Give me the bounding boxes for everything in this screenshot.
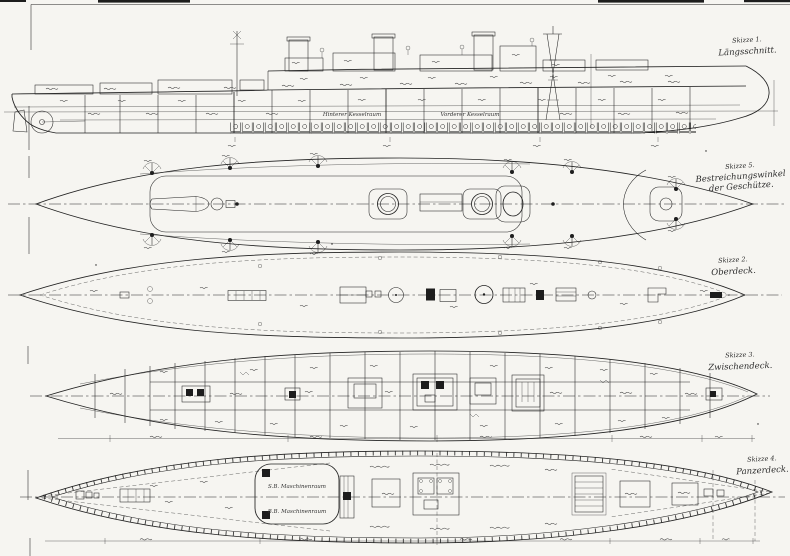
funnel-1-plan (368, 188, 408, 220)
label-starboard-engine-room: S.B. Maschinenraum (268, 484, 326, 490)
sketch-label-panzerdeck: Skizze 4. Panzerdeck. (735, 454, 789, 478)
aft-compartments (75, 488, 151, 503)
sketch-label-laengsschnitt: Skizze 1. Längsschnitt. (717, 35, 777, 58)
forward-deckhouse-plan (649, 186, 683, 222)
svg-text:Skizze 5.: Skizze 5. (725, 161, 755, 171)
deck-edge-fittings (258, 254, 663, 336)
view-panzerdeck: S.B. Maschinenraum B.B. Maschinenraum (20, 450, 789, 545)
sketch-label-bestreichungswinkel: Skizze 5. Bestreichungswinkel der Geschü… (694, 161, 786, 194)
view-oberdeck: Skizze 2. Oberdeck. (8, 251, 782, 339)
sketch-label-zwischendeck: Skizze 3. Zwischendeck. (707, 350, 772, 373)
frame-marks (227, 137, 659, 147)
svg-text:Skizze 4.: Skizze 4. (747, 454, 777, 464)
boiler-rooms (371, 472, 725, 516)
svg-text:Panzerdeck.: Panzerdeck. (735, 465, 789, 478)
deck-fittings (119, 285, 722, 304)
aft-torpedo-gear (149, 196, 236, 212)
main-mast (230, 30, 244, 96)
ventilators (319, 37, 535, 58)
funnel-2 (371, 33, 396, 71)
label-aft-boiler-room: Hinterer Kesselraum (322, 112, 381, 118)
conning-tower-plan (495, 185, 531, 223)
svg-text:der Geschütze.: der Geschütze. (709, 180, 774, 194)
funnel-1 (286, 36, 311, 72)
funnel-3 (471, 31, 496, 71)
dimension-line (58, 435, 755, 442)
label-port-engine-room: B.B. Maschinenraum (267, 509, 326, 515)
svg-text:Skizze 2.: Skizze 2. (718, 255, 748, 265)
svg-text:Längsschnitt.: Längsschnitt. (717, 45, 777, 58)
engine-rooms: S.B. Maschinenraum B.B. Maschinenraum (254, 463, 355, 525)
svg-text:Skizze 3.: Skizze 3. (725, 350, 755, 359)
bulkheads (84, 87, 691, 133)
machinery-hatches (181, 371, 723, 418)
superstructure (34, 45, 649, 95)
svg-text:Oberdeck.: Oberdeck. (711, 266, 756, 278)
view-zwischendeck: Skizze 3. Zwischendeck. (30, 350, 773, 442)
propeller (30, 110, 86, 134)
main-bulkheads (233, 88, 539, 133)
funnels (286, 31, 496, 72)
label-fore-boiler-room: Vorderer Kesselraum (441, 112, 500, 118)
sketch-label-oberdeck: Skizze 2. Oberdeck. (711, 255, 756, 278)
forecastle-break (623, 169, 647, 241)
view-bestreichungswinkel: Skizze 5. Bestreichungswinkel der Geschü… (8, 152, 786, 255)
coal-bunker-row (230, 122, 696, 134)
view-laengsschnitt: Hinterer Kesselraum Vorderer Kesselraum … (3, 26, 779, 147)
svg-text:Zwischendeck.: Zwischendeck. (707, 361, 772, 373)
svg-text:Skizze 1.: Skizze 1. (732, 35, 762, 45)
dimension-line (45, 538, 760, 544)
funnel-2-plan (462, 188, 502, 220)
rudder (12, 109, 28, 133)
